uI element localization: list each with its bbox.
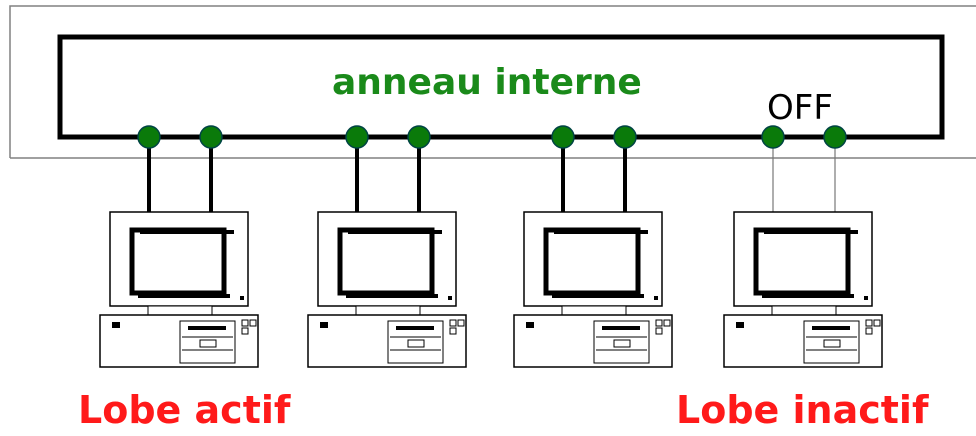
power-switch — [112, 322, 120, 328]
floppy-slot — [188, 326, 226, 330]
drive-button — [199, 339, 217, 348]
status-light — [457, 319, 465, 327]
internal-ring — [57, 34, 945, 140]
drive-button — [407, 339, 425, 348]
off-label: OFF — [767, 88, 833, 128]
ring-node — [613, 125, 637, 149]
ring-node — [199, 125, 223, 149]
ring-node — [407, 125, 431, 149]
status-light — [241, 327, 249, 335]
lobe-active-label: Lobe actif — [78, 388, 291, 432]
computer-2 — [307, 137, 467, 368]
status-light — [449, 327, 457, 335]
computer-3 — [513, 137, 673, 368]
power-led — [240, 296, 244, 300]
power-led — [448, 296, 452, 300]
monitor-screen — [129, 227, 227, 296]
computer-4 — [723, 137, 883, 368]
status-light — [241, 319, 249, 327]
power-led — [654, 296, 658, 300]
status-light — [865, 319, 873, 327]
drive-button — [823, 339, 841, 348]
status-light — [663, 319, 671, 327]
power-switch — [526, 322, 534, 328]
ring-node — [137, 125, 161, 149]
computers-group — [99, 137, 883, 368]
monitor-screen — [543, 227, 641, 296]
power-switch — [736, 322, 744, 328]
mau-housing-top — [9, 5, 976, 158]
monitor-screen — [337, 227, 435, 296]
lobe-inactive-label: Lobe inactif — [676, 388, 929, 432]
monitor-screen — [753, 227, 851, 296]
ring-node — [345, 125, 369, 149]
monitor-stand — [771, 305, 837, 316]
monitor-stand — [355, 305, 421, 316]
status-light — [873, 319, 881, 327]
drive-button — [613, 339, 631, 348]
status-light — [655, 327, 663, 335]
ring-node — [761, 125, 785, 149]
status-light — [249, 319, 257, 327]
status-light — [865, 327, 873, 335]
monitor-stand — [561, 305, 627, 316]
ring-node — [823, 125, 847, 149]
power-switch — [320, 322, 328, 328]
ring-title: anneau interne — [332, 62, 642, 103]
ring-node — [551, 125, 575, 149]
ring-nodes-group — [137, 125, 847, 149]
floppy-slot — [396, 326, 434, 330]
monitor-stand — [147, 305, 213, 316]
power-led — [864, 296, 868, 300]
computer-1 — [99, 137, 259, 368]
floppy-slot — [602, 326, 640, 330]
status-light — [449, 319, 457, 327]
floppy-slot — [812, 326, 850, 330]
status-light — [655, 319, 663, 327]
